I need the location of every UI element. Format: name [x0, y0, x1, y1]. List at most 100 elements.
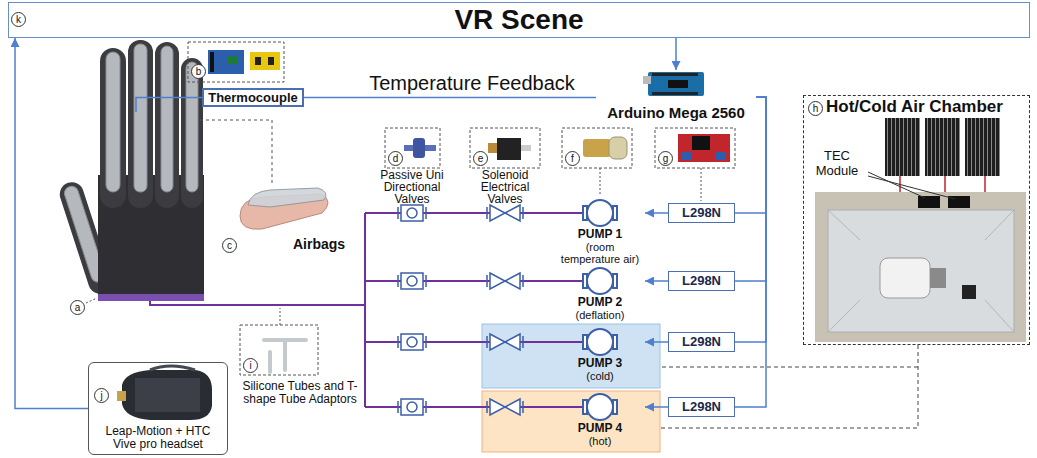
solenoid-valve-symbol — [487, 399, 523, 415]
pump-symbol — [587, 200, 613, 226]
node-title: PUMP 3 — [578, 357, 622, 370]
callout-letter: k — [11, 12, 26, 27]
pump-symbol — [613, 206, 617, 220]
tec-chamber-photo — [828, 210, 1014, 332]
signal-connector — [645, 341, 668, 343]
callout-letter: e — [473, 151, 488, 166]
valve-photo — [413, 138, 425, 158]
silicone-tube — [364, 213, 366, 407]
pump-photo — [609, 137, 627, 159]
solenoid-valve-symbol — [487, 334, 523, 350]
closeup-bracket — [200, 120, 272, 186]
pump-symbol — [587, 394, 613, 420]
tec-chamber-photo — [930, 268, 946, 288]
pump-photo — [583, 139, 611, 157]
thermocouple-module — [250, 52, 280, 70]
tec-chamber-photo — [880, 258, 930, 298]
pump-symbol — [583, 206, 587, 220]
tube-photo — [264, 340, 306, 372]
tube-photo — [240, 308, 318, 375]
node-subtitle: (room temperature air) — [555, 241, 645, 265]
node-title: PUMP 2 — [578, 296, 622, 309]
thermocouple-module — [188, 42, 284, 82]
tec-chamber-photo — [868, 172, 955, 199]
part-label: Airbags — [286, 236, 352, 253]
node-title: L298N — [682, 335, 721, 349]
solenoid-photo — [521, 145, 531, 151]
passive-valve-symbol — [407, 208, 417, 218]
glove-illustration — [57, 40, 204, 303]
headset-illustration — [135, 378, 200, 412]
tec-chamber-photo — [965, 118, 1000, 176]
pump-symbol — [613, 400, 617, 414]
pump-symbol — [583, 274, 587, 288]
solenoid-valve-symbol — [487, 205, 523, 221]
signal-connector — [645, 212, 668, 214]
passive-valve-symbol — [398, 207, 426, 219]
passive-valve-symbol — [401, 334, 423, 350]
node-subtitle: (cold) — [586, 370, 614, 382]
callout-letter: f — [565, 151, 580, 166]
node-title: PUMP 1 — [578, 228, 622, 241]
pump-unit: PUMP 4(hot) — [555, 392, 645, 447]
passive-valve-symbol — [398, 205, 426, 415]
part-label: Solenoid Electrical Valves — [470, 169, 540, 205]
driver-photo — [692, 136, 710, 150]
arduino-board — [652, 73, 698, 76]
solenoid-photo — [470, 128, 540, 168]
node-title: Hot/Cold Air Chamber — [826, 97, 1003, 117]
callout-letter: g — [658, 151, 673, 166]
node-title: Leap-Motion + HTC Vive pro headset — [93, 425, 223, 451]
driver-photo — [655, 128, 735, 168]
tec-chamber-photo — [885, 118, 920, 176]
arduino-board — [643, 72, 704, 96]
arduino-board — [643, 76, 651, 84]
signal-connector — [735, 97, 766, 281]
tec-chamber-photo — [962, 285, 976, 299]
signal-connector — [15, 38, 88, 409]
chamber-box: Hot/Cold Air Chamber — [803, 95, 1030, 345]
passive-valve-symbol — [401, 273, 423, 289]
callout-letter: b — [191, 64, 206, 79]
silicone-tube — [365, 213, 584, 407]
callout-letter: a — [70, 300, 85, 315]
signal-connector — [645, 280, 668, 282]
driver-photo — [716, 152, 726, 160]
glove-illustration — [155, 42, 179, 208]
glove-illustration — [86, 298, 97, 303]
sensor-box: Thermocouple — [202, 88, 304, 107]
signal-connector — [675, 38, 677, 70]
part-label: Silicone Tubes and T-shape Tube Adaptors — [230, 380, 370, 406]
callout-letter: h — [808, 101, 823, 116]
cold-box — [482, 324, 660, 388]
node-subtitle: (hot) — [589, 435, 612, 447]
chamber-link — [660, 367, 918, 368]
solenoid-photo — [497, 138, 521, 160]
glove-illustration — [100, 48, 126, 208]
driver-box: L298N — [668, 203, 735, 223]
solenoid-photo — [470, 128, 540, 168]
node-subtitle: (deflation) — [576, 309, 625, 321]
hot-box — [482, 391, 660, 452]
hot-box — [482, 391, 660, 452]
callout-letter: i — [243, 358, 258, 373]
part-label: TEC Module — [806, 148, 868, 178]
passive-valve-symbol — [401, 205, 423, 221]
headset-illustration — [122, 370, 212, 420]
scene-box: VR Scene — [8, 2, 1030, 38]
tec-chamber-photo — [918, 196, 940, 208]
signal-label: Temperature Feedback — [352, 71, 592, 95]
signal-connector — [735, 97, 766, 407]
thermocouple-module — [208, 50, 244, 74]
thermocouple-wire — [136, 98, 203, 113]
headset-illustration — [150, 366, 195, 370]
driver-box: L298N — [668, 397, 735, 417]
node-title: Arduino Mega 2560 — [607, 104, 745, 122]
glove-illustration — [106, 52, 120, 192]
tec-chamber-photo — [828, 210, 1014, 332]
driver-box: L298N — [668, 332, 735, 352]
arduino-board — [652, 92, 698, 95]
pump-symbol — [587, 329, 613, 355]
